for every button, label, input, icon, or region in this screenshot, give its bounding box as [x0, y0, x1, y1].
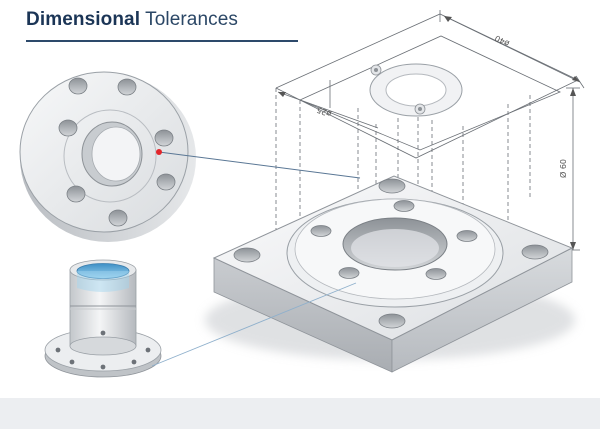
- footer-band: [0, 398, 600, 429]
- base-plate: [205, 175, 575, 373]
- callout-bushing: [151, 282, 357, 367]
- title-underline: [26, 40, 298, 42]
- dimension-arrowheads: [278, 16, 580, 250]
- projected-ring: [369, 63, 463, 117]
- title-bold: Dimensional: [26, 9, 141, 30]
- bushing: [44, 259, 162, 378]
- right-dimension-label: Ø 60: [558, 159, 568, 178]
- round-flange: [19, 71, 196, 242]
- callout-flange: [156, 149, 361, 179]
- title-rest: Tolerances: [145, 9, 239, 30]
- page-title: Dimensional Tolerances: [26, 9, 238, 31]
- top-dimension-label: ø40: [493, 33, 511, 48]
